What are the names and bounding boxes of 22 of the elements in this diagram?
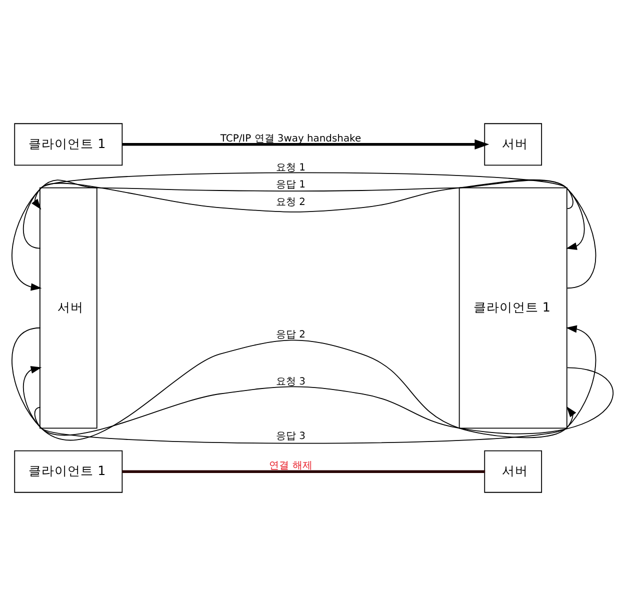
arrow [34, 406, 576, 444]
edge-label: 응답 3 [276, 430, 306, 442]
edge-label: 응답 1 [276, 179, 306, 190]
node-box: 서버 [39, 186, 98, 428]
node-box: 서버 [484, 122, 542, 166]
edge-label: 요청 3 [276, 376, 306, 388]
node-box: 클라이언트 1 [14, 122, 123, 166]
edge-label: 요청 1 [276, 162, 306, 173]
node-box: 클라이언트 1 [458, 186, 568, 428]
node-box: 서버 [484, 450, 542, 492]
arrow [122, 138, 490, 149]
connector [122, 470, 486, 472]
arrow [12, 178, 596, 290]
edge-label: 요청 2 [276, 196, 306, 208]
arrow [22, 366, 614, 436]
arrow [32, 172, 574, 210]
edge-label: 응답 2 [276, 329, 306, 340]
arrow [12, 324, 596, 440]
arrow [23, 179, 585, 250]
edge-label: TCP/IP 연결 3way handshake [220, 133, 362, 144]
edge-label: 연결 해제 [269, 460, 312, 472]
node-box: 클라이언트 1 [14, 450, 123, 492]
